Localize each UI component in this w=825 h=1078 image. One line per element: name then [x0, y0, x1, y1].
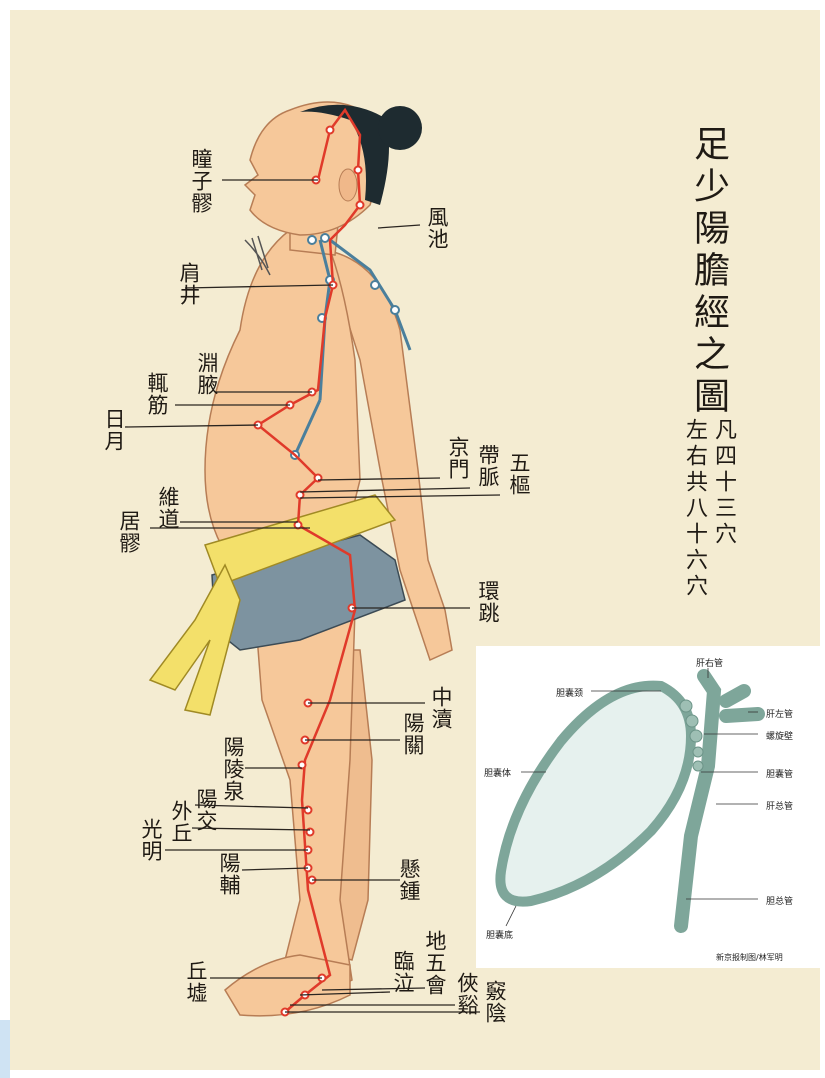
gallbladder-inset: 肝右管 胆囊颈 肝左管 螺旋壁 胆囊体 胆囊管 肝总管 胆总管 胆囊底 新京报制…	[476, 646, 821, 968]
label-diwuhui: 地五會	[424, 930, 445, 996]
label-qiaoyin: 竅陰	[484, 980, 505, 1024]
inset-label-common-hepatic-duct: 肝总管	[766, 799, 793, 812]
label-juliao: 居髎	[118, 510, 139, 554]
diagram-title: 足少陽膽經之圖	[690, 125, 726, 419]
label-waiqiu: 外丘	[170, 800, 191, 844]
label-yanglingquan: 陽陵泉	[222, 736, 243, 802]
label-yangguan: 陽關	[402, 712, 423, 756]
inset-label-cystic-duct: 胆囊管	[766, 767, 793, 780]
inset-label-left-hepatic-duct: 肝左管	[766, 707, 793, 720]
label-jianjing: 肩井	[178, 262, 199, 306]
label-qiuxu: 丘墟	[185, 960, 206, 1004]
inset-label-right-hepatic-duct: 肝右管	[696, 656, 723, 669]
inset-label-spiral-wall: 螺旋壁	[766, 729, 793, 742]
label-daimai: 帶脈	[477, 444, 498, 488]
point-total: 左右共八十六穴	[683, 418, 705, 600]
label-wushu: 五樞	[508, 452, 529, 496]
label-riyue: 日月	[103, 408, 124, 452]
label-yangfu: 陽輔	[218, 852, 239, 896]
inset-label-gallbladder-fundus: 胆囊底	[486, 928, 513, 941]
label-guangming: 光明	[140, 818, 161, 862]
figure-foot	[225, 955, 350, 1016]
label-linqi: 臨泣	[392, 950, 413, 994]
label-yangjiao: 陽交	[195, 788, 216, 832]
point-count: 凡四十三穴	[712, 418, 734, 548]
inset-label-common-bile-duct: 胆总管	[766, 894, 793, 907]
figure-ear	[339, 169, 357, 201]
label-tongziliao: 瞳子髎	[190, 148, 211, 214]
label-weidao: 維道	[157, 486, 178, 530]
inset-label-gallbladder-neck: 胆囊颈	[556, 686, 583, 699]
edge-strip	[0, 1020, 10, 1078]
label-zhongdu: 中瀆	[430, 686, 451, 730]
gallbladder-body	[500, 686, 691, 902]
label-yuanye: 淵腋	[196, 352, 217, 396]
label-xiaxi: 俠谿	[456, 972, 477, 1016]
figure-topknot	[378, 106, 422, 150]
label-huantiao: 環跳	[477, 580, 498, 624]
figure-sash-tail	[150, 565, 240, 715]
inset-credit: 新京报制图/林军明	[716, 952, 783, 963]
label-zhejin: 輒筋	[146, 372, 167, 416]
inset-label-gallbladder-body: 胆囊体	[484, 766, 511, 779]
label-fengchi: 風池	[426, 206, 447, 250]
bile-duct	[681, 676, 758, 926]
label-jingmen: 京門	[447, 436, 468, 480]
label-xuanzhong: 懸鍾	[398, 858, 419, 902]
